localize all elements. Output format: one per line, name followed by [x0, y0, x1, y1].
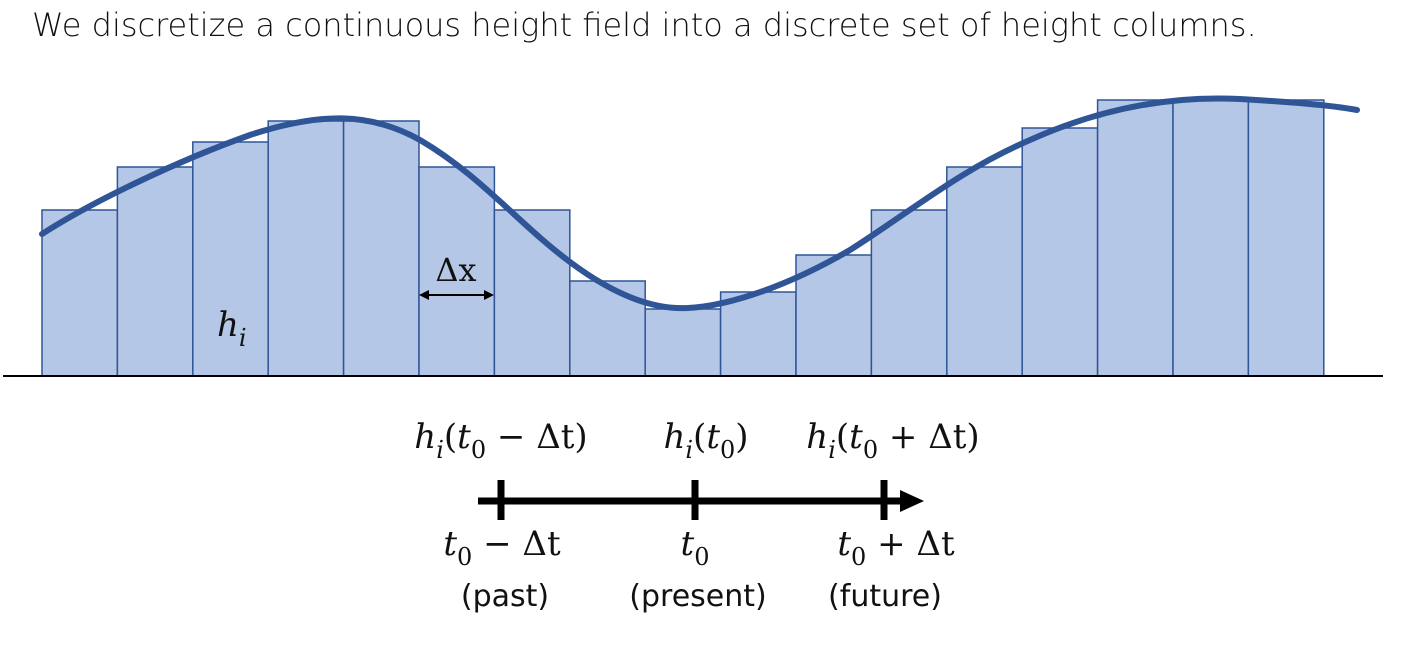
time-past-label: t0 − Δt [443, 524, 561, 571]
height-column [1247, 99, 1325, 377]
height-column [342, 120, 420, 377]
continuous-height-curve [39, 95, 1360, 312]
time-axis-arrowhead [900, 490, 924, 512]
height-column [719, 291, 797, 377]
height-column [267, 120, 345, 377]
delta-x-label: Δx [435, 251, 476, 289]
height-column [1172, 99, 1250, 377]
height-at-future-label: hi(t0 + Δt) [806, 417, 979, 464]
height-at-past-label: hi(t0 − Δt) [414, 417, 587, 464]
delta-x-arrowhead-right [484, 290, 494, 300]
height-column [569, 280, 646, 377]
page-title: We discretize a continuous height field … [32, 6, 1257, 44]
delta-x-arrowhead-left [419, 290, 429, 300]
time-axis [478, 480, 924, 520]
time-present-label: t0 [681, 524, 710, 571]
height-at-present-label: hi(t0) [663, 417, 748, 464]
height-column [946, 166, 1023, 377]
height-column [644, 308, 722, 377]
present-caption: (present) [629, 579, 766, 614]
height-column [870, 209, 948, 377]
column-height-label: hi [217, 305, 247, 352]
height-column [192, 141, 269, 377]
height-column [41, 209, 119, 377]
time-future-label: t0 + Δt [837, 524, 955, 571]
past-caption: (past) [461, 579, 549, 614]
height-columns [41, 99, 1325, 377]
height-column [116, 166, 194, 377]
height-column [1021, 127, 1099, 377]
height-column [1096, 99, 1174, 377]
height-column [493, 209, 571, 377]
delta-x-marker: Δx [419, 251, 494, 300]
future-caption: (future) [828, 579, 942, 614]
